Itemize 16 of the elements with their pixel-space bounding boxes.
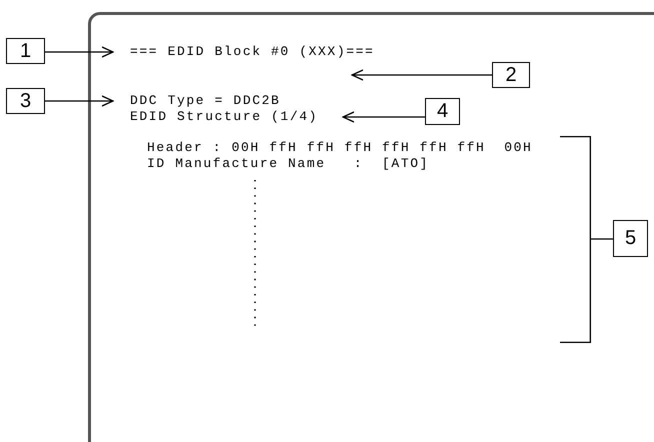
monitor-screen xyxy=(88,12,654,442)
screen-text: EDID Structure (1/4) xyxy=(130,109,320,125)
leader-line xyxy=(591,238,613,240)
arrow xyxy=(45,46,114,58)
callout-number: 4 xyxy=(425,98,460,125)
callout-number: 5 xyxy=(613,220,648,257)
screen-text: ID Manufacture Name : [ATO] xyxy=(147,156,430,172)
screen-text: Header : 00H ffH ffH ffH ffH ffH ffH 00H xyxy=(147,140,534,156)
callout-number: 3 xyxy=(6,88,45,114)
arrow xyxy=(351,69,492,81)
callout-number: 1 xyxy=(6,38,45,64)
arrow xyxy=(342,111,425,123)
arrow xyxy=(45,95,114,107)
screen-text: DDC Type = DDC2B xyxy=(130,93,282,109)
callout-number: 2 xyxy=(492,62,530,88)
screen-text: === EDID Block #0 (XXX)=== xyxy=(130,44,376,60)
